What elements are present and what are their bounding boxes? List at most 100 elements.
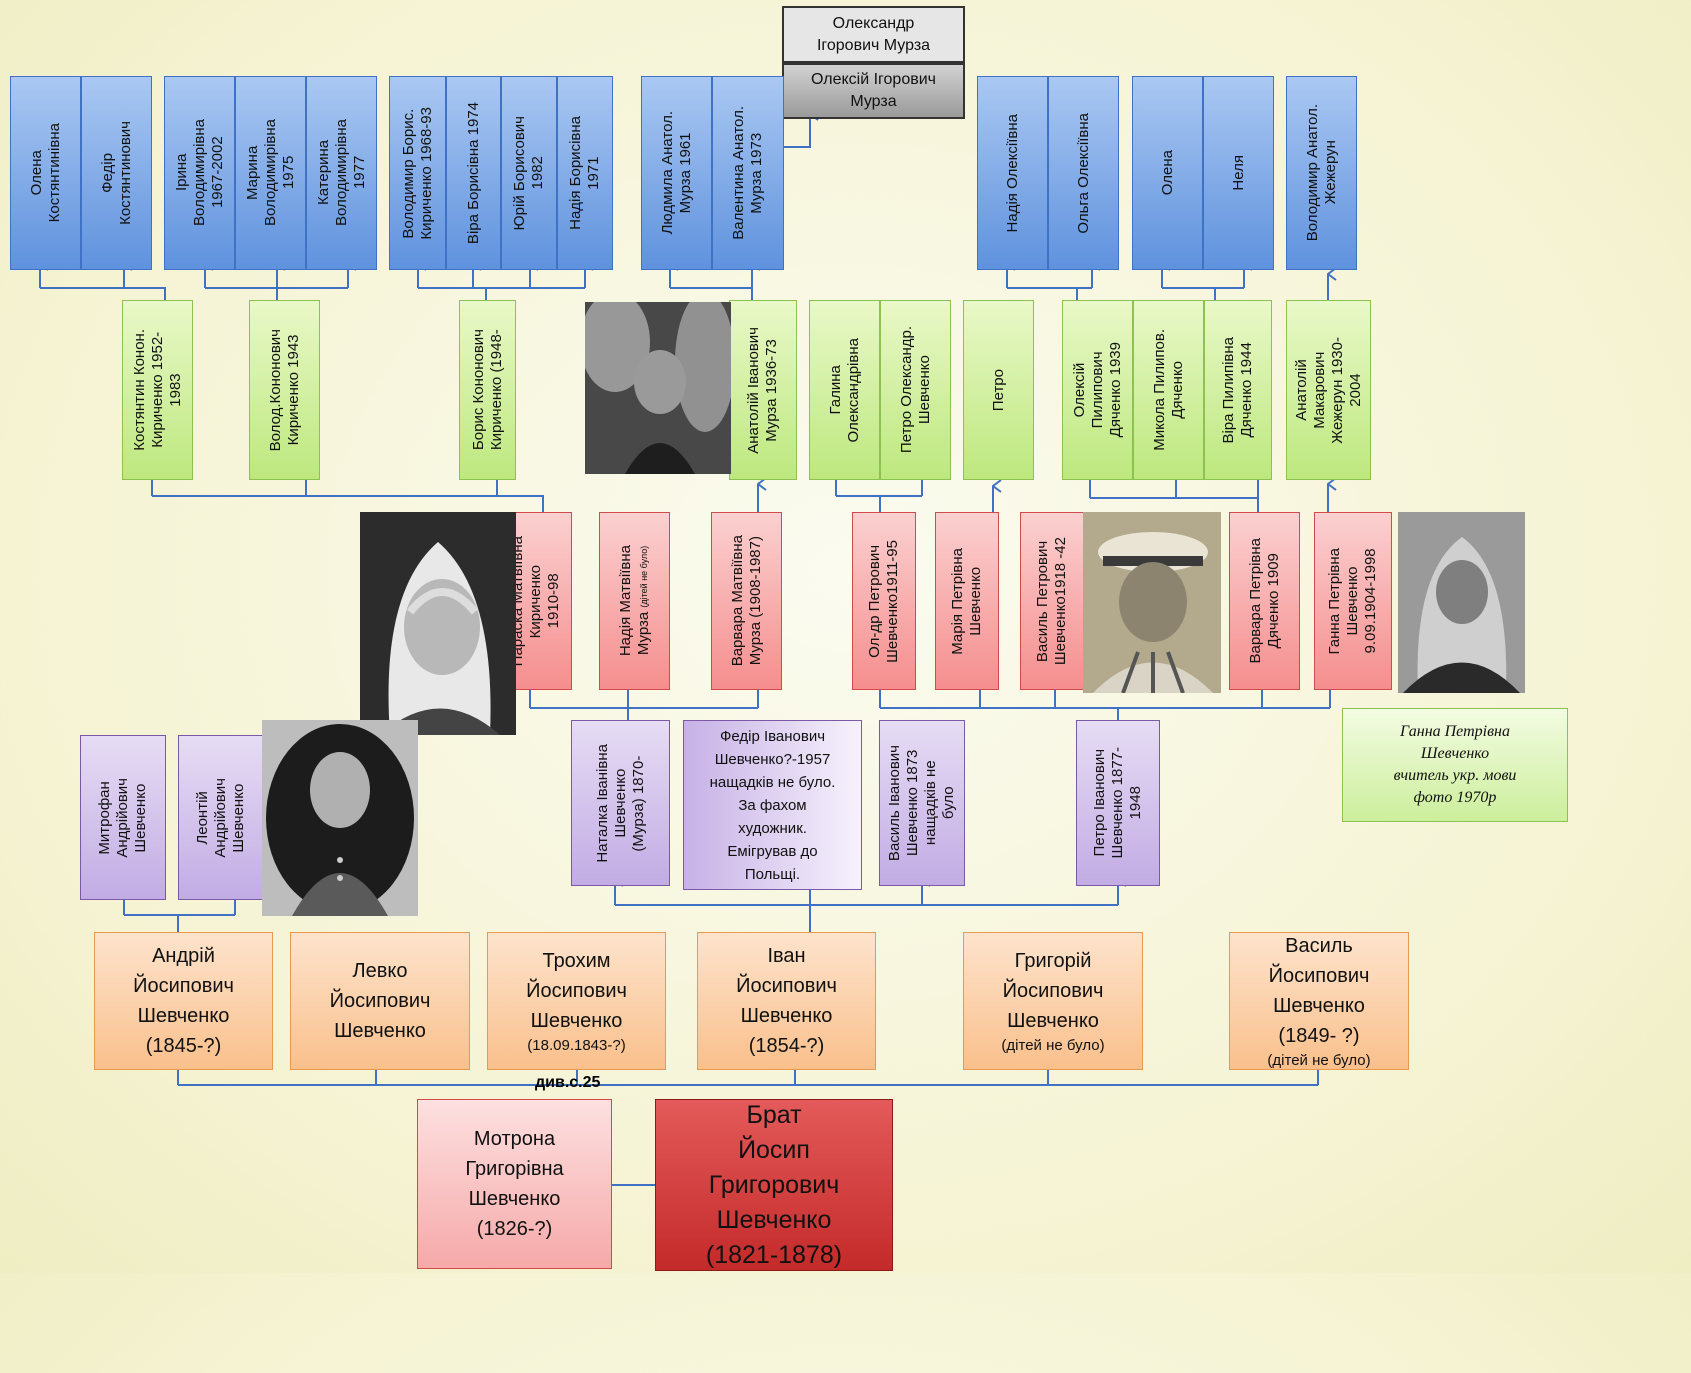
person-olena-kostyantynivna: Олена Костянтинівна — [10, 76, 81, 270]
person-hryhoriy-shevchenko: Григорій Йосипович Шевченко (дітей не бу… — [963, 932, 1143, 1070]
person-oleksiy-dyachenko: Олексій Пилипович Дяченко 1939 — [1062, 300, 1133, 480]
person-name: Катерина Володимирівна 1977 — [314, 119, 368, 227]
photo-hanna-shevchenko — [1398, 512, 1525, 693]
person-name: Микола Пилипов. Дяченко — [1150, 329, 1186, 451]
person-name: Костянтин Конон. Кириченко 1952- 1983 — [130, 329, 184, 451]
person-andriy-shevchenko: Андрій Йосипович Шевченко (1845-?) — [94, 932, 273, 1070]
photo-anatoliy-murza — [585, 302, 731, 474]
person-name: Олексій Ігорович Мурза — [810, 71, 936, 110]
person-hanna-shevchenko: Ганна Петрівна Шевченко 9.09.1904-1998 — [1314, 512, 1392, 690]
person-name: Леонтій Андрійович Шевченко — [194, 777, 247, 858]
person-josyp-shevchenko: Брат Йосип Григорович Шевченко (1821-187… — [655, 1099, 893, 1271]
person-name: Митрофан Андрійович Шевченко — [96, 777, 149, 858]
person-fedir-shevchenko: Федір Іванович Шевченко?-1957 нащадків н… — [683, 720, 862, 890]
person-name: Надія Борисівна 1971 — [567, 116, 602, 230]
person-motrona-shevchenko: Мотрона Григорівна Шевченко (1826-?) — [417, 1099, 612, 1269]
person-leontiy-shevchenko: Леонтій Андрійович Шевченко — [178, 735, 264, 900]
person-name: Василь Іванович Шевченко 1873 нащадків н… — [886, 744, 957, 862]
person-name: Трохим Йосипович Шевченко — [526, 950, 627, 1032]
person-valentyna-murza: Валентина Анатол. Мурза 1973 — [712, 76, 784, 270]
person-name: Федір Костянтинович — [98, 121, 134, 225]
person-anatoliy-zhezherun: Анатолій Макарович Жежерун 1930- 2004 — [1286, 300, 1371, 480]
person-iryna-volodymyrivna: Ірина Володимирівна 1967-2002 — [164, 76, 235, 270]
person-dates: (18.09.1843-?) — [527, 1037, 626, 1054]
person-name: Андрій Йосипович Шевченко (1845-?) — [133, 945, 234, 1057]
person-name: Василь Петрович Шевченко1918 -42 — [1034, 536, 1069, 666]
person-name: Параска Матвіївна Кириченко 1910-98 — [509, 535, 562, 667]
person-name: Ольга Олексіївна — [1074, 112, 1092, 234]
no-children-note: (дітей не було) — [638, 546, 649, 609]
person-ivan-shevchenko: Іван Йосипович Шевченко (1854-?) — [697, 932, 876, 1070]
person-name: Анатолій Іванович Мурза 1936-73 — [745, 326, 780, 454]
no-children-note: (дітей не було) — [1001, 1037, 1105, 1054]
person-petro: Петро — [963, 300, 1034, 480]
person-name: Надія Олексіївна — [1003, 113, 1021, 233]
person-oleksandr-shevchenko: Ол-др Петрович Шевченко1911-95 — [852, 512, 916, 690]
person-vasyl-shevchenko: Василь Йосипович Шевченко (1849- ?) (діт… — [1229, 932, 1409, 1070]
person-lyudmyla-murza: Людмила Анатол. Мурза 1961 — [641, 76, 712, 270]
person-name: Олексій Пилипович Дяченко 1939 — [1070, 342, 1124, 438]
person-name: Варвара Петрівна Дяченко 1909 — [1246, 538, 1282, 664]
person-name: Віра Пилипівна Дяченко 1944 — [1220, 336, 1255, 444]
person-name: Олена Костянтинівна — [27, 123, 63, 223]
person-name: Ол-др Петрович Шевченко1911-95 — [866, 539, 901, 663]
person-name: Неля — [1229, 155, 1247, 191]
person-mariya-shevchenko: Марія Петрівна Шевченко — [935, 512, 999, 690]
person-name: Федір Іванович Шевченко?-1957 нащадків н… — [709, 727, 836, 883]
person-varvara-murza: Варвара Матвіївна Мурза (1908-1987) — [711, 512, 782, 690]
person-name: Марина Володимирівна 1975 — [243, 119, 297, 227]
person-name: Василь Йосипович Шевченко (1849- ?) — [1268, 935, 1370, 1047]
person-petro-ivanovych: Петро Іванович Шевченко 1877- 1948 — [1076, 720, 1160, 886]
person-maryna-volodymyrivna: Марина Володимирівна 1975 — [235, 76, 306, 270]
person-name: Петро Іванович Шевченко 1877- 1948 — [1091, 747, 1144, 859]
person-name: Людмила Анатол. Мурза 1961 — [658, 111, 694, 235]
person-oleksiy-murza: Олексій Ігорович Мурза — [782, 63, 965, 119]
person-varvara-dyachenko: Варвара Петрівна Дяченко 1909 — [1229, 512, 1300, 690]
person-fedir-kostyantynovych: Федір Костянтинович — [81, 76, 152, 270]
person-name: Галина Олександрівна — [826, 337, 862, 443]
person-natalka-shevchenko: Наталка Іванівна Шевченко (Мурза) 1870- — [571, 720, 670, 886]
person-nadiya-oleksiivna: Надія Олексіївна — [977, 76, 1048, 270]
person-volodymyr-borysovych: Володимир Борис. Кириченко 1968-93 — [389, 76, 446, 270]
person-name: Надія Матвіївна Мурза (дітей не було) — [617, 545, 653, 656]
photo-paraska-kyrychenko — [360, 512, 516, 735]
person-name: Валентина Анатол. Мурза 1973 — [730, 106, 765, 240]
person-kostyantyn-kyrychenko: Костянтин Конон. Кириченко 1952- 1983 — [122, 300, 193, 480]
person-name: Волод.Кононович Кириченко 1943 — [266, 328, 302, 452]
person-name: Петро Олександр. Шевченко — [897, 326, 933, 454]
person-mykola-dyachenko: Микола Пилипов. Дяченко — [1133, 300, 1204, 480]
person-olena: Олена — [1132, 76, 1203, 270]
person-nelya: Неля — [1203, 76, 1274, 270]
person-volodymyr-kyrychenko: Волод.Кононович Кириченко 1943 — [249, 300, 320, 480]
person-name: Борис Кононович Кириченко (1948- — [469, 329, 505, 451]
person-vira-borysivna: Віра Борисівна 1974 — [446, 76, 501, 270]
person-anatoliy-murza: Анатолій Іванович Мурза 1936-73 — [729, 300, 797, 480]
photo-caption: Ганна Петрівна Шевченко вчитель укр. мов… — [1342, 708, 1568, 822]
person-nadiya-murza: Надія Матвіївна Мурза (дітей не було) — [599, 512, 670, 690]
person-name: Ганна Петрівна Шевченко 9.09.1904-1998 — [1326, 547, 1379, 655]
person-name: Юрій Борисович 1982 — [511, 115, 546, 231]
person-oleksandr-murza: Олександр Ігорович Мурза — [782, 6, 965, 63]
person-petro-shevchenko: Петро Олександр. Шевченко — [880, 300, 951, 480]
person-volodymyr-zhezherun: Володимир Анатол. Жежерун — [1286, 76, 1357, 270]
person-trokhym-shevchenko: Трохим Йосипович Шевченко (18.09.1843-?) — [487, 932, 666, 1070]
person-name: Наталка Іванівна Шевченко (Мурза) 1870- — [593, 743, 647, 863]
person-yuriy-borysovych: Юрій Борисович 1982 — [501, 76, 557, 270]
person-borys-kyrychenko: Борис Кононович Кириченко (1948- — [459, 300, 516, 480]
person-name: Брат Йосип Григорович Шевченко (1821-187… — [705, 1100, 843, 1269]
photo-leontiy-shevchenko — [262, 720, 418, 916]
person-name: Володимир Борис. Кириченко 1968-93 — [399, 106, 435, 240]
person-name: Олена — [1158, 150, 1176, 196]
person-halyna-oleksandrivna: Галина Олександрівна — [809, 300, 880, 480]
person-name: Анатолій Макарович Жежерун 1930- 2004 — [1292, 336, 1364, 444]
person-vira-dyachenko: Віра Пилипівна Дяченко 1944 — [1204, 300, 1272, 480]
person-vasyl-petrovych: Василь Петрович Шевченко1918 -42 — [1020, 512, 1084, 690]
person-mytrofan-shevchenko: Митрофан Андрійович Шевченко — [80, 735, 166, 900]
person-name: Іван Йосипович Шевченко (1854-?) — [736, 945, 837, 1057]
person-kateryna-volodymyrivna: Катерина Володимирівна 1977 — [306, 76, 377, 270]
person-vasyl-ivanovych: Василь Іванович Шевченко 1873 нащадків н… — [879, 720, 965, 886]
person-name: Володимир Анатол. Жежерун — [1303, 104, 1339, 242]
person-levko-shevchenko: Левко Йосипович Шевченко — [290, 932, 470, 1070]
photo-vasyl-petrovych — [1083, 512, 1221, 693]
caption-text: Ганна Петрівна Шевченко вчитель укр. мов… — [1393, 723, 1517, 806]
